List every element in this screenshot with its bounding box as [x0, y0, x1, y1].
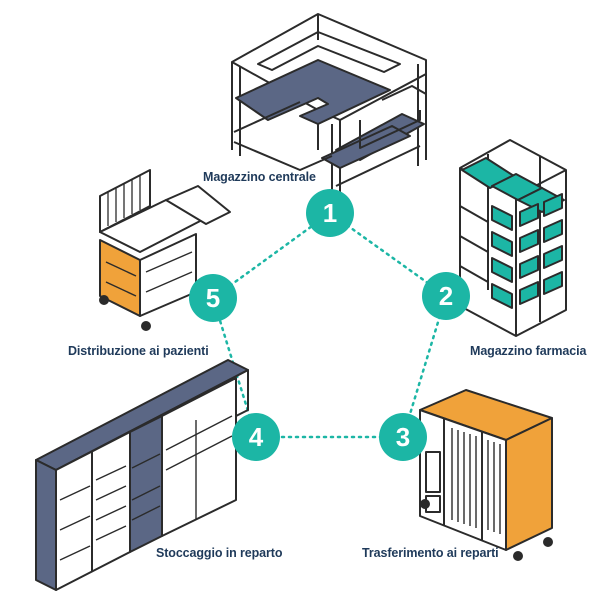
step-number-5: 5 — [206, 283, 220, 313]
step-number-4: 4 — [249, 422, 264, 452]
step-badge-2: 2 — [422, 272, 470, 320]
connector-5-1 — [211, 211, 332, 300]
step-number-2: 2 — [439, 281, 453, 311]
step-label-5: Distribuzione ai pazienti — [68, 344, 209, 358]
step-number-1: 1 — [323, 198, 337, 228]
step-badge-1: 1 — [306, 189, 354, 237]
step-badge-4: 4 — [232, 413, 280, 461]
step-label-4: Stoccaggio in reparto — [156, 546, 283, 560]
ward-storage-unit-illustration — [35, 359, 249, 591]
step-badges: 1 2 3 4 5 — [189, 189, 470, 461]
step-badge-5: 5 — [189, 274, 237, 322]
step-label-3: Trasferimento ai reparti — [362, 546, 499, 560]
step-label-1: Magazzino centrale — [203, 170, 316, 184]
medication-cart-illustration — [99, 169, 231, 331]
step-badge-3: 3 — [379, 413, 427, 461]
central-warehouse-shelving-illustration — [231, 13, 427, 204]
step-label-2: Magazzino farmacia — [470, 344, 587, 358]
pharmacy-basket-rack-illustration — [459, 139, 567, 337]
step-number-3: 3 — [396, 422, 410, 452]
transfer-cart-illustration — [419, 389, 553, 561]
